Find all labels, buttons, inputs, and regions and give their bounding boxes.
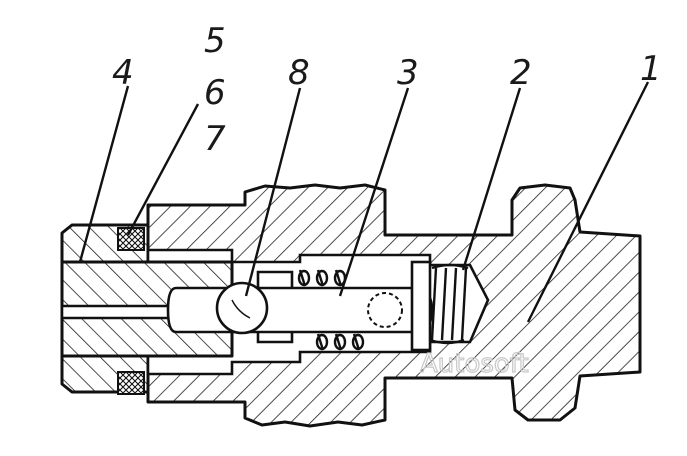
callout-4: 4 [112, 53, 134, 93]
watermark-text: Autosoft [420, 349, 529, 379]
leader-4 [78, 85, 130, 263]
callout-6: 6 [204, 73, 226, 113]
leader-1 [526, 81, 650, 323]
callout-1: 1 [640, 49, 662, 89]
leader-2 [461, 87, 522, 271]
seal-ring-bottom [117, 371, 145, 395]
ball-valve [215, 281, 269, 335]
callout-7: 7 [204, 119, 226, 159]
leader-3 [338, 87, 410, 297]
return-spring [410, 260, 469, 352]
ball-shading [231, 299, 251, 319]
callout-3: 3 [397, 53, 419, 93]
plunger-spring [297, 269, 365, 351]
leader-8 [244, 87, 302, 297]
plunger-hole [367, 292, 403, 328]
callout-5: 5 [204, 21, 226, 61]
leader-6 [126, 103, 200, 236]
callout-2: 2 [510, 53, 532, 93]
callout-8: 8 [288, 53, 310, 93]
axial-passage [60, 304, 177, 320]
